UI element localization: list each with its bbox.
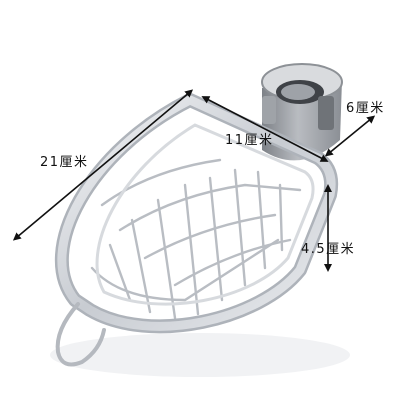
drop-shadow xyxy=(50,333,350,377)
length-label: 21厘米 xyxy=(40,155,89,170)
basket-hook xyxy=(55,302,106,367)
depth-dimension-line xyxy=(324,115,376,157)
width-dimension-line xyxy=(201,96,329,162)
inner-width-label: 11厘米 xyxy=(225,133,274,148)
dimension-lines xyxy=(12,89,376,272)
length-dimension-line xyxy=(12,89,194,241)
clamp-height-label: 4.5厘米 xyxy=(301,242,356,257)
clamp-depth-label: 6厘米 xyxy=(346,101,385,116)
